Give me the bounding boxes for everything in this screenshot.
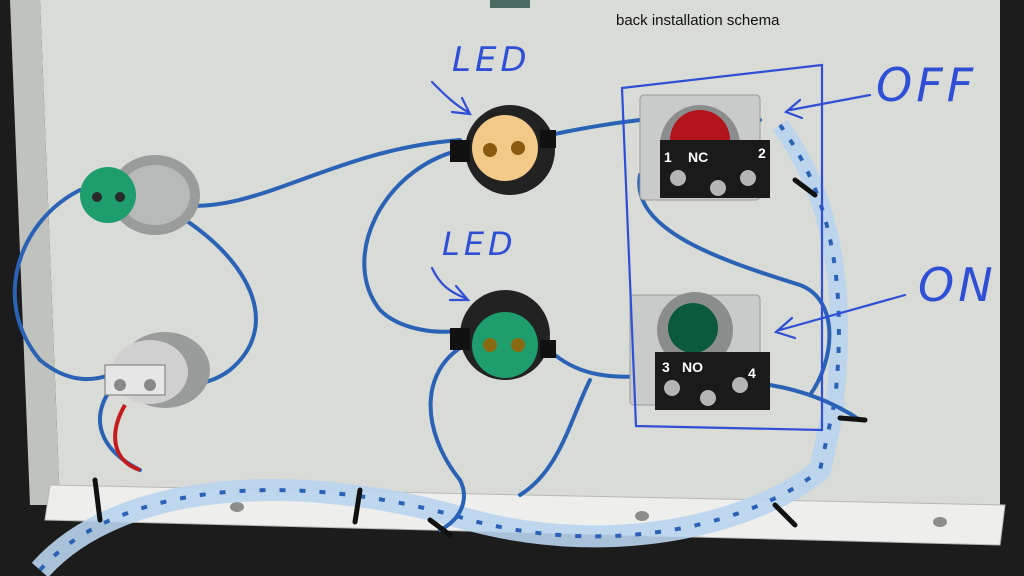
gray-indicator-lamp xyxy=(104,332,210,408)
schema-caption: back installation schema xyxy=(616,12,780,29)
green-led-lamp xyxy=(450,290,556,380)
spiral-wire-bundle xyxy=(31,119,848,576)
annotation-off: OFF xyxy=(876,58,978,112)
nc-contact-type: NC xyxy=(688,149,708,165)
no-contact-type: NO xyxy=(682,359,703,375)
red-wire xyxy=(113,403,141,472)
nc-terminal-1: 1 xyxy=(664,149,672,165)
annotation-drawing xyxy=(430,63,907,432)
no-terminal-3: 3 xyxy=(662,359,670,375)
amber-led-lamp xyxy=(450,105,556,195)
cable-ties xyxy=(92,177,868,538)
annotation-led-top: LED xyxy=(452,40,531,80)
green-indicator-lamp xyxy=(80,155,200,235)
on-pushbutton xyxy=(629,292,770,410)
annotation-led-bottom: LED xyxy=(442,225,517,263)
off-pushbutton xyxy=(639,94,770,201)
annotation-on: ON xyxy=(918,258,997,312)
no-terminal-4: 4 xyxy=(748,365,756,381)
nc-terminal-2: 2 xyxy=(758,145,766,161)
